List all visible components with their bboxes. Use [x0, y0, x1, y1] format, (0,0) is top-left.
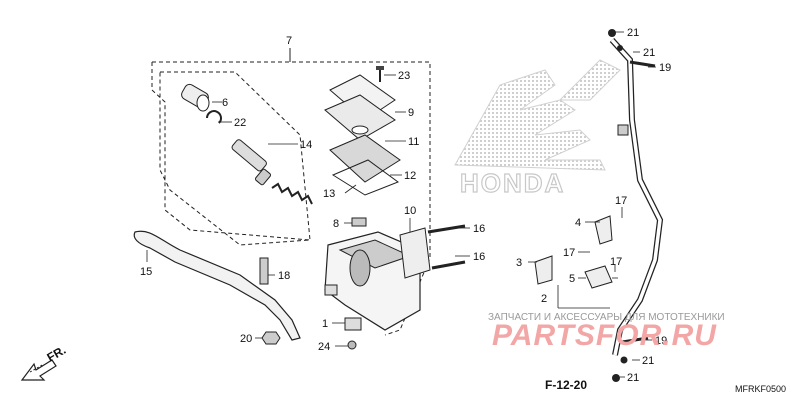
callout-17c: 17 — [610, 256, 622, 268]
callout-23: 23 — [398, 70, 410, 82]
callout-14: 14 — [300, 139, 312, 151]
hose-clamps — [534, 215, 613, 289]
callout-10: 10 — [404, 205, 416, 217]
spring-part — [271, 182, 313, 205]
clamp-holder — [399, 227, 431, 279]
front-arrow-icon — [20, 359, 57, 381]
callout-5: 5 — [569, 273, 575, 285]
callout-24: 24 — [318, 341, 330, 353]
screw-part — [376, 66, 384, 82]
callout-22: 22 — [234, 117, 246, 129]
watermark-caption: ЗАПЧАСТИ И АКСЕССУАРЫ ДЛЯ МОТОТЕХНИКИ — [488, 312, 725, 323]
callout-7: 7 — [286, 35, 292, 47]
callout-6: 6 — [222, 97, 228, 109]
lever-nut — [261, 331, 281, 345]
callout-1: 1 — [322, 318, 328, 330]
reservoir-cap — [324, 74, 401, 196]
brake-lever — [133, 230, 301, 341]
circlip-part — [206, 110, 222, 124]
callout-16a: 16 — [473, 223, 485, 235]
callout-18: 18 — [278, 270, 290, 282]
callout-labels: 7 23 6 9 22 11 14 12 13 10 8 16 16 15 18… — [140, 27, 671, 384]
reference-code: F-12-20 — [545, 378, 587, 392]
piston-part — [231, 139, 272, 186]
leader-lines — [146, 31, 656, 378]
callout-2: 2 — [541, 293, 547, 305]
honda-wing-watermark — [454, 59, 621, 171]
callout-17b: 17 — [563, 247, 575, 259]
callout-21a: 21 — [627, 27, 639, 39]
callout-16b: 16 — [473, 251, 485, 263]
callout-21c: 21 — [642, 355, 654, 367]
callout-12: 12 — [404, 170, 416, 182]
screw-8 — [351, 217, 367, 227]
assembly-outline — [151, 61, 431, 336]
callout-21d: 21 — [627, 372, 639, 384]
callout-19a: 19 — [659, 62, 671, 74]
callout-17a: 17 — [615, 195, 627, 207]
callout-19b: 19 — [655, 335, 667, 347]
piston-set-outline — [159, 71, 311, 246]
clamp-bolts — [427, 224, 466, 270]
callout-11: 11 — [408, 136, 419, 148]
callout-4: 4 — [575, 217, 581, 229]
watermark-brand: HONDA — [460, 168, 565, 198]
callout-9: 9 — [408, 107, 414, 119]
banjo-fittings — [608, 29, 656, 382]
callout-13: 13 — [323, 188, 335, 200]
diagram-code: MFRKF0500 — [735, 384, 786, 394]
callout-3: 3 — [516, 257, 522, 269]
brake-switch — [344, 317, 362, 350]
callout-8: 8 — [333, 218, 339, 230]
pivot-bolt — [259, 257, 269, 285]
callout-15: 15 — [140, 266, 152, 278]
boot-part — [181, 83, 210, 112]
front-label: FR. — [45, 343, 69, 365]
callout-21b: 21 — [643, 47, 655, 59]
callout-20: 20 — [240, 333, 252, 345]
brake-hose — [609, 37, 664, 356]
watermark-logo: PARTSFOR.RU — [492, 319, 717, 352]
